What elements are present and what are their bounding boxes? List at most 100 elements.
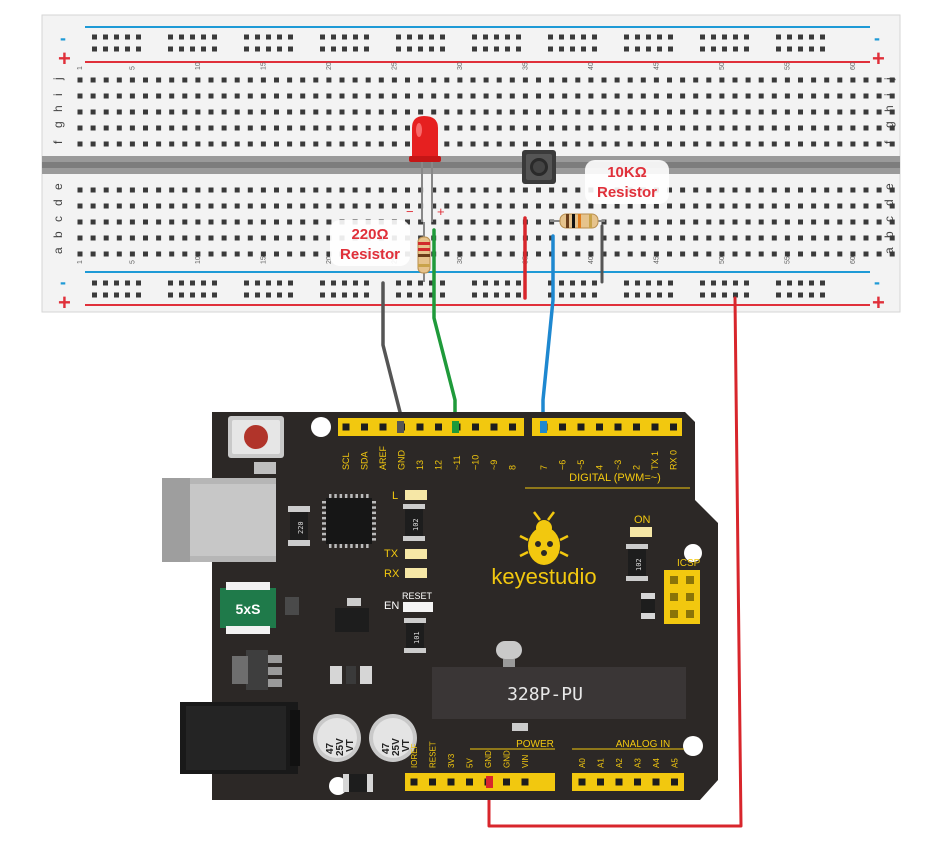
rail-hole <box>548 292 553 298</box>
row-letter: h <box>51 105 65 112</box>
header-pin <box>379 423 387 431</box>
rail-hole <box>787 46 792 52</box>
breadboard-hole <box>811 141 817 147</box>
breadboard-hole <box>745 77 751 83</box>
header-pin-label: 13 <box>415 460 425 470</box>
breadboard-hole <box>143 219 148 225</box>
breadboard-hole <box>195 109 201 115</box>
breadboard-hole <box>405 93 410 99</box>
breadboard-hole <box>863 203 869 209</box>
breadboard-hole <box>90 77 96 83</box>
breadboard-hole <box>745 251 751 257</box>
header-pin <box>472 423 479 431</box>
rail-hole <box>244 46 249 52</box>
rail-hole <box>212 280 217 286</box>
rail-hole <box>331 46 336 52</box>
breadboard-hole <box>496 251 502 257</box>
rail-hole <box>364 34 369 40</box>
header-pin <box>615 778 623 786</box>
rail-hole <box>483 280 488 286</box>
breadboard-hole <box>300 219 306 225</box>
column-number: 10 <box>195 256 202 264</box>
rail-hole <box>103 46 108 52</box>
mount-hole <box>683 736 703 756</box>
breadboard-hole <box>103 93 109 99</box>
breadboard-hole <box>208 125 214 131</box>
breadboard-hole <box>876 203 882 209</box>
breadboard-hole <box>575 141 581 147</box>
rail-hole <box>624 34 629 40</box>
breadboard-hole <box>850 77 856 83</box>
rail-hole <box>570 46 575 52</box>
breadboard-hole <box>549 109 555 115</box>
breadboard-hole <box>549 93 555 99</box>
breadboard-hole <box>588 109 594 115</box>
header-pin <box>521 778 529 786</box>
breadboard-hole <box>103 141 109 147</box>
rail-hole <box>472 280 477 286</box>
breadboard-hole <box>784 219 790 225</box>
breadboard-hole <box>680 109 686 115</box>
column-number: 1 <box>77 66 84 70</box>
breadboard-hole <box>77 109 83 115</box>
led-body <box>412 116 438 160</box>
breadboard-hole <box>588 93 594 99</box>
breadboard-hole <box>811 235 817 241</box>
breadboard-hole <box>811 203 817 209</box>
chip-pin <box>322 511 326 515</box>
breadboard-hole <box>418 187 424 193</box>
rail-hole <box>744 292 749 298</box>
breadboard-hole <box>444 125 450 131</box>
breadboard-hole <box>758 203 764 209</box>
breadboard-hole <box>483 109 489 115</box>
rail-hole <box>472 46 477 52</box>
breadboard-hole <box>352 77 358 83</box>
breadboard-hole <box>221 125 227 131</box>
breadboard-hole <box>195 93 201 99</box>
column-number: 45 <box>653 62 660 70</box>
rail-hole <box>505 292 510 298</box>
rail-hole <box>809 280 814 286</box>
breadboard-hole <box>614 235 620 241</box>
breadboard-hole <box>116 109 122 115</box>
header-pin-label: 3V3 <box>447 753 456 768</box>
cap2-line2: 25V <box>391 738 402 756</box>
breadboard-hole <box>719 219 725 225</box>
rail-hole <box>407 280 412 286</box>
rail-hole <box>92 34 97 40</box>
breadboard-hole <box>156 187 162 193</box>
rail-hole <box>798 34 803 40</box>
breadboard-hole <box>77 235 83 241</box>
column-number: 5 <box>129 66 136 70</box>
breadboard-hole <box>850 235 856 241</box>
breadboard-hole <box>405 203 410 209</box>
breadboard-hole <box>405 219 410 225</box>
chip-pin <box>366 544 369 548</box>
breadboard-hole <box>824 93 830 99</box>
breadboard-hole <box>431 109 437 115</box>
breadboard-hole <box>850 187 856 193</box>
breadboard-hole <box>811 77 817 83</box>
header-pin-label: 4 <box>595 465 605 470</box>
breadboard-hole <box>444 235 450 241</box>
breadboard-hole <box>431 219 437 225</box>
breadboard-hole <box>378 125 384 131</box>
rail-hole <box>201 280 206 286</box>
breadboard-hole <box>156 93 162 99</box>
chip-pin <box>372 538 376 541</box>
rail-hole <box>440 34 445 40</box>
breadboard-hole <box>129 77 135 83</box>
breadboard-hole <box>274 93 279 99</box>
breadboard-hole <box>431 203 437 209</box>
led-rx-label: RX <box>384 568 400 580</box>
breadboard-hole <box>522 203 528 209</box>
chip-pin <box>372 506 376 509</box>
breadboard-hole <box>509 251 515 257</box>
breadboard-hole <box>706 125 712 131</box>
rail-hole <box>266 280 271 286</box>
rail-hole <box>711 292 716 298</box>
breadboard-hole <box>771 251 777 257</box>
rail-hole <box>407 34 412 40</box>
breadboard-hole <box>889 141 895 147</box>
rail-hole <box>418 46 423 52</box>
